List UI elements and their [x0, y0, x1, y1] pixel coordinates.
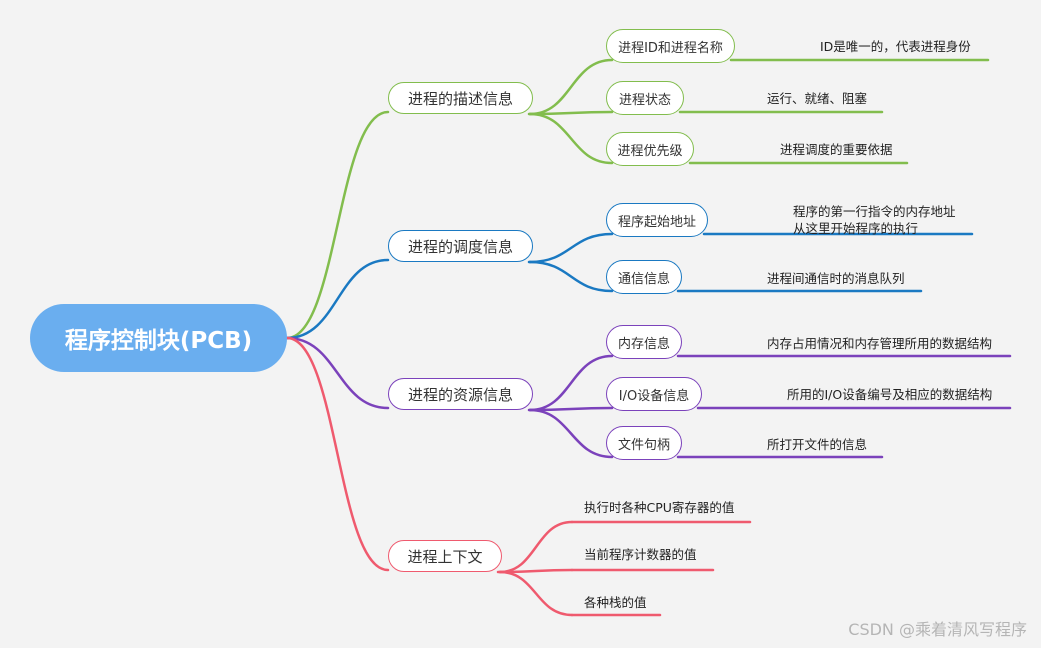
branch-connector: [285, 336, 390, 572]
branch-node[interactable]: 进程的资源信息: [388, 378, 533, 410]
leaf-connector: [528, 260, 614, 293]
leaf-connector: [528, 112, 614, 165]
note-text: 当前程序计数器的值: [584, 547, 697, 562]
note-text: 进程间通信时的消息队列: [767, 271, 905, 286]
branch-connector: [285, 336, 390, 410]
note-text: 所打开文件的信息: [767, 437, 868, 452]
leaf-node[interactable]: 通信信息: [606, 260, 682, 294]
leaf-connector: [528, 232, 614, 264]
branch-connector: [285, 258, 390, 340]
leaf-node[interactable]: 程序起始地址: [606, 203, 708, 237]
note-text: 从这里开始程序的执行: [793, 221, 919, 236]
note-text: 运行、就绪、阻塞: [767, 91, 868, 106]
note-text: 执行时各种CPU寄存器的值: [584, 500, 735, 515]
leaf-node[interactable]: 内存信息: [606, 325, 682, 359]
note-text: 程序的第一行指令的内存地址: [793, 204, 956, 219]
leaf-node[interactable]: I/O设备信息: [606, 377, 702, 411]
leaf-connector: [528, 354, 614, 412]
note-text: 进程调度的重要依据: [780, 142, 893, 157]
leaf-connector: [528, 110, 614, 116]
leaf-node[interactable]: 文件句柄: [606, 426, 682, 460]
watermark: CSDN @乘着清风写程序: [848, 620, 1027, 639]
leaf-node[interactable]: 进程ID和进程名称: [606, 29, 735, 63]
branch-node[interactable]: 进程上下文: [388, 540, 502, 572]
leaf-connector: [528, 58, 614, 116]
branch-connector: [285, 110, 390, 340]
branch-node[interactable]: 进程的描述信息: [388, 82, 533, 114]
leaf-connector: [528, 408, 614, 459]
note-text: 所用的I/O设备编号及相应的数据结构: [787, 387, 993, 402]
note-text: ID是唯一的，代表进程身份: [820, 39, 971, 54]
note-text: 各种栈的值: [584, 595, 647, 610]
note-text: 内存占用情况和内存管理所用的数据结构: [767, 336, 993, 351]
leaf-connector: [498, 570, 574, 617]
branch-node[interactable]: 进程的调度信息: [388, 230, 533, 262]
root-node[interactable]: 程序控制块(PCB): [30, 304, 287, 372]
leaf-node[interactable]: 进程状态: [606, 81, 684, 115]
leaf-connector: [528, 406, 614, 412]
leaf-connector: [498, 520, 574, 574]
leaf-node[interactable]: 进程优先级: [606, 132, 694, 166]
